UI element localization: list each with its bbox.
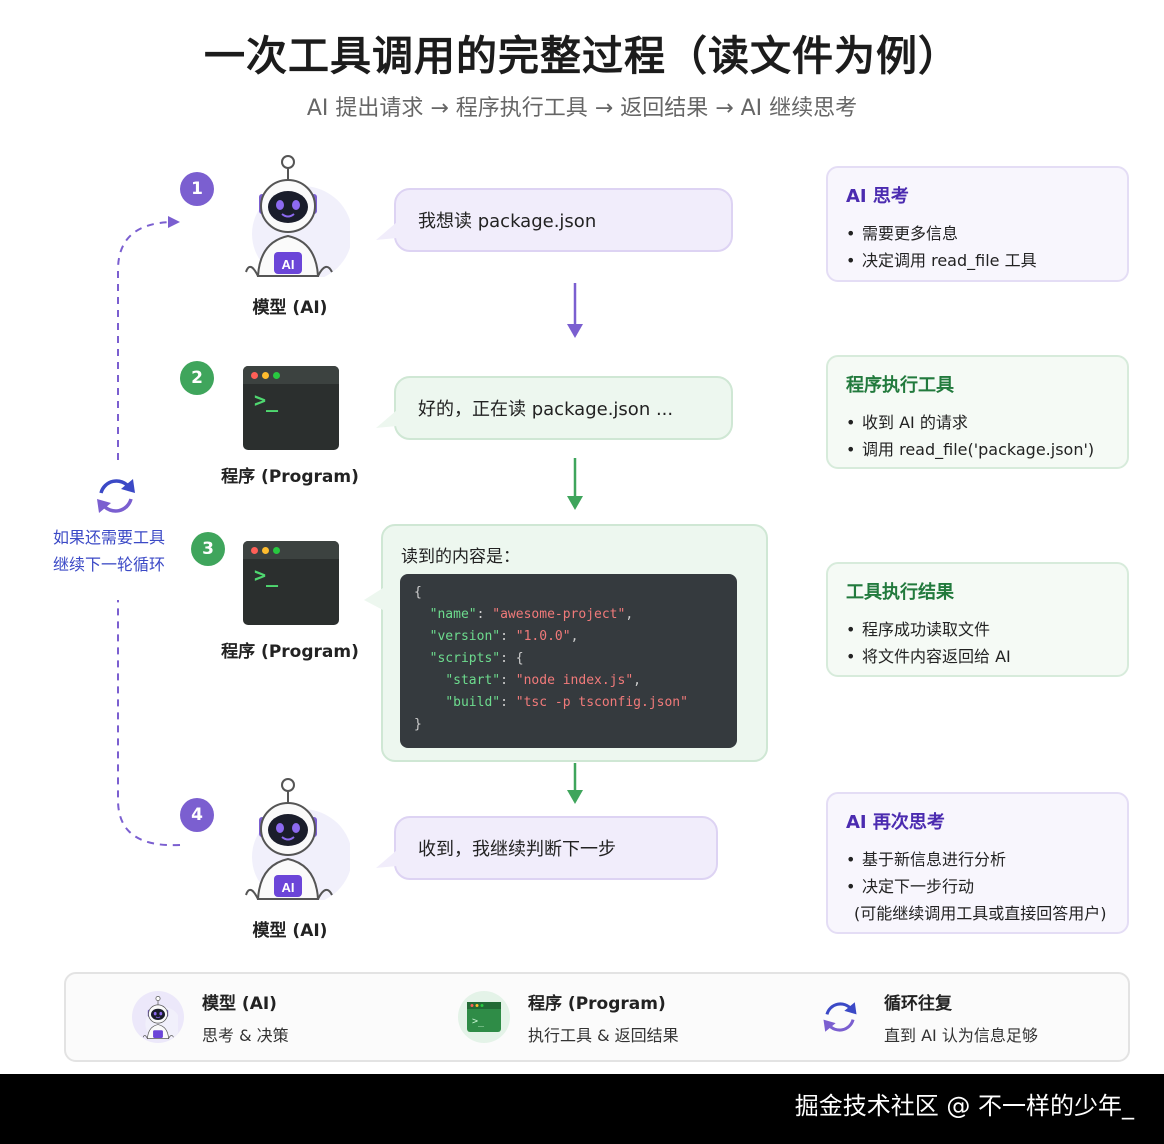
loop-label-line2: 继续下一轮循环 <box>52 555 165 574</box>
step-3-bubble-tail <box>364 588 383 610</box>
step-4-bubble: 收到，我继续判断下一步 <box>394 816 718 880</box>
step-1-number: 1 <box>180 172 214 206</box>
legend: 模型 (AI) 思考 & 决策 >_ 程序 (Program) 执行工具 & 返… <box>64 972 1130 1062</box>
loop-dashed-line <box>117 221 181 847</box>
flow-arrow-3 <box>567 763 583 804</box>
card-note: (可能继续调用工具或直接回答用户) <box>854 904 1107 923</box>
step-3-message: 读到的内容是： <box>401 547 520 567</box>
loop-cycle-icon <box>97 479 135 513</box>
loop-arrowhead <box>168 216 180 228</box>
card-item: 收到 AI 的请求 <box>846 409 1109 436</box>
card-ai-thinking: AI 思考 需要更多信息 决定调用 read_file 工具 <box>826 166 1129 282</box>
loop-label: 如果还需要工具 继续下一轮循环 <box>38 524 180 578</box>
robot-ai-icon: AI <box>245 155 350 277</box>
robot-badge: AI <box>282 257 295 272</box>
card-item: 需要更多信息 <box>846 220 1109 247</box>
terminal-prompt: >_ <box>254 563 279 587</box>
step-4-number: 4 <box>180 798 214 832</box>
page-title: 一次工具调用的完整过程（读文件为例） <box>204 32 960 80</box>
card-title: 工具执行结果 <box>846 582 954 603</box>
step-1-bubble: 我想读 package.json <box>394 188 733 252</box>
card-item: 基于新信息进行分析 <box>846 846 1109 873</box>
page-subtitle: AI 提出请求 → 程序执行工具 → 返回结果 → AI 继续思考 <box>306 96 858 121</box>
card-program-execute: 程序执行工具 收到 AI 的请求 调用 read_file('package.j… <box>826 355 1129 469</box>
step-4-bubble-tail <box>376 850 397 868</box>
card-item: 程序成功读取文件 <box>846 616 1109 643</box>
step-1-bubble-tail <box>376 222 397 240</box>
step-3-actor: 程序 (Program) <box>221 642 359 662</box>
step-2-bubble: 好的，正在读 package.json ... <box>394 376 733 440</box>
robot-badge: AI <box>282 880 295 895</box>
legend-desc: 直到 AI 认为信息足够 <box>884 1025 1038 1045</box>
step-4-actor: 模型 (AI) <box>252 921 328 941</box>
legend-item-model: 模型 (AI) 思考 & 决策 <box>132 974 289 1060</box>
card-title: AI 再次思考 <box>846 812 945 833</box>
step-2-message: 好的，正在读 package.json ... <box>418 399 674 420</box>
legend-item-loop: 循环往复 直到 AI 认为信息足够 <box>814 974 1038 1060</box>
card-tool-result: 工具执行结果 程序成功读取文件 将文件内容返回给 AI <box>826 562 1129 677</box>
card-title: 程序执行工具 <box>846 375 954 396</box>
legend-item-program: >_ 程序 (Program) 执行工具 & 返回结果 <box>458 974 679 1060</box>
legend-desc: 思考 & 决策 <box>202 1025 289 1045</box>
watermark-text: 掘金技术社区 @ 不一样的少年_ <box>794 1092 1134 1120</box>
legend-desc: 执行工具 & 返回结果 <box>528 1025 679 1045</box>
step-3-bubble: 读到的内容是： { "name": "awesome-project", "ve… <box>381 524 768 762</box>
legend-title: 循环往复 <box>884 993 952 1014</box>
step-1-actor: 模型 (AI) <box>252 298 328 318</box>
loop-path <box>117 216 583 847</box>
card-item: 将文件内容返回给 AI <box>846 643 1109 670</box>
step-2-bubble-tail <box>376 410 397 428</box>
step-4-message: 收到，我继续判断下一步 <box>418 839 616 860</box>
loop-label-line1: 如果还需要工具 <box>52 528 165 547</box>
step-2-number: 2 <box>180 361 214 395</box>
card-item: 决定下一步行动 <box>846 873 1109 900</box>
card-item: 调用 read_file('package.json') <box>846 436 1109 463</box>
card-item: 决定调用 read_file 工具 <box>846 247 1109 274</box>
terminal-program-icon: >_ <box>458 991 510 1043</box>
step-1-message: 我想读 package.json <box>418 211 597 232</box>
robot-ai-icon: AI <box>245 778 350 900</box>
terminal-prompt: >_ <box>254 388 279 412</box>
card-ai-rethink: AI 再次思考 基于新信息进行分析 决定下一步行动 (可能继续调用工具或直接回答… <box>826 792 1129 934</box>
terminal-program-icon: >_ <box>243 366 339 450</box>
footer-bar: 掘金技术社区 @ 不一样的少年_ <box>0 1074 1164 1144</box>
legend-title: 模型 (AI) <box>202 993 277 1014</box>
flow-arrow-2 <box>567 458 583 510</box>
step-2-actor: 程序 (Program) <box>221 467 359 487</box>
card-title: AI 思考 <box>846 186 909 207</box>
terminal-program-icon: >_ <box>243 541 339 625</box>
legend-title: 程序 (Program) <box>528 993 666 1014</box>
flow-arrow-1 <box>567 283 583 338</box>
robot-ai-icon <box>132 991 184 1043</box>
loop-cycle-icon <box>814 991 866 1043</box>
svg-text:>_: >_ <box>472 1016 485 1027</box>
json-code-block: { "name": "awesome-project", "version": … <box>400 574 737 748</box>
step-3-number: 3 <box>191 532 225 566</box>
